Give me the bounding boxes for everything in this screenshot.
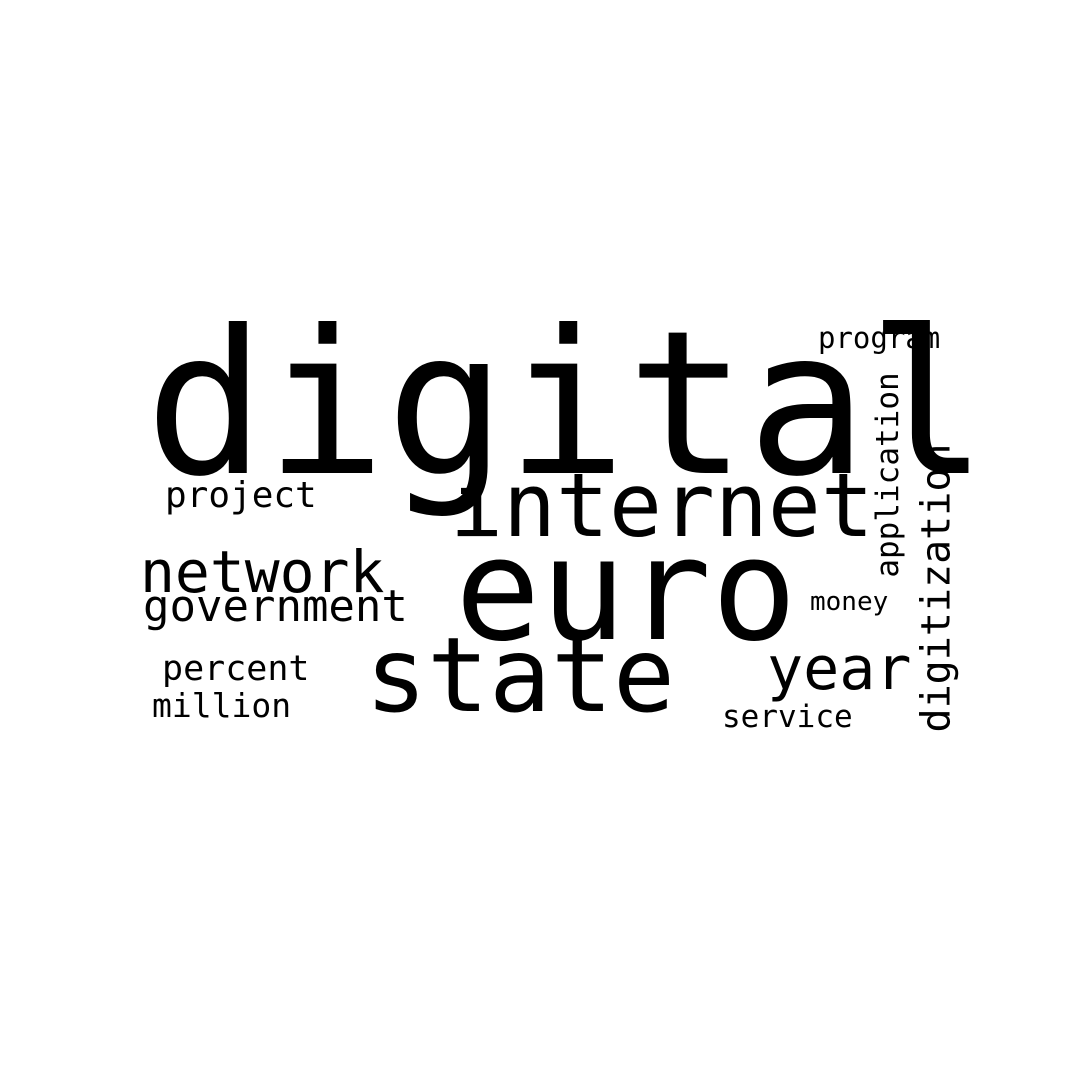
word-application: application [870,372,906,578]
word-digital: digital [145,288,988,521]
word-project: project [165,475,317,516]
word-state: state [365,616,676,736]
word-money: money [810,587,889,617]
word-network: network [140,538,385,606]
word-service: service [722,699,853,735]
word-internet: internet [450,454,874,557]
word-euro: euro [455,508,797,673]
word-program: program [818,321,941,355]
word-digitization: digitization [913,443,960,733]
word-million: million [152,686,292,725]
word-year: year [767,634,912,704]
word-government: government [143,581,408,632]
word-percent: percent [162,649,310,689]
